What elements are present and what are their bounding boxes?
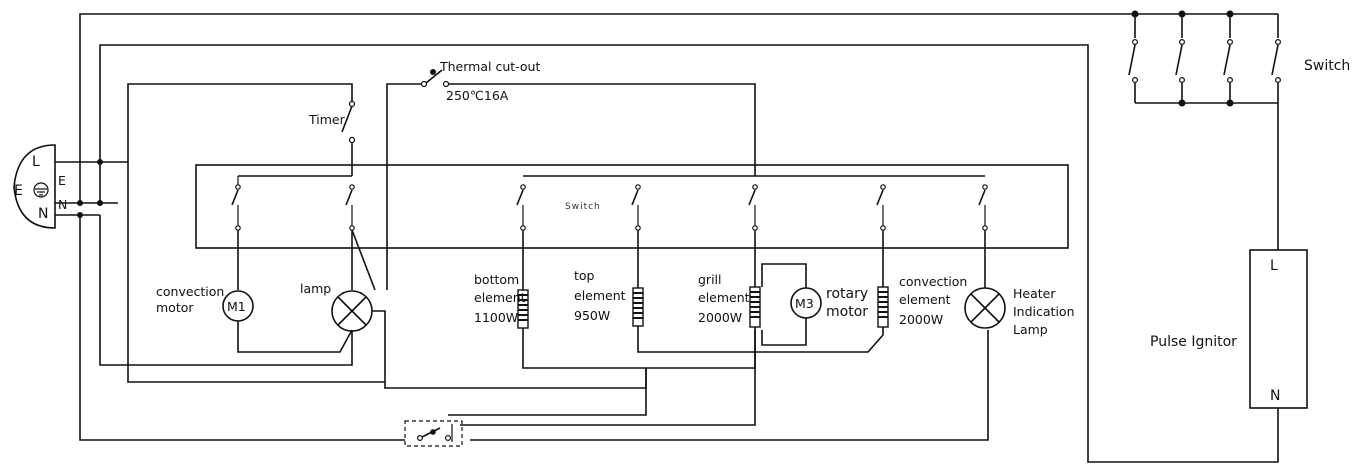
earth-symbol-icon: [33, 182, 49, 198]
heater-indication-lamp: Heater Indication Lamp: [964, 230, 1075, 337]
pulse-ignitor-label: Pulse Ignitor: [1150, 334, 1237, 350]
bank-switch-3: [516, 184, 526, 231]
pulse-ignitor-box: [1249, 249, 1308, 409]
thermal-cutout-label: Thermal cut-out: [439, 59, 540, 74]
bank-switch-2: [345, 184, 355, 231]
thermal-cutout: Thermal cut-out 250℃16A: [386, 59, 756, 290]
plug-label-e-terminal: E: [58, 173, 66, 188]
bank-switch-7: [978, 184, 988, 231]
plug-label-l: L: [32, 154, 40, 170]
m3-label: M3: [795, 296, 814, 311]
bottom-element-label-2: element: [474, 290, 526, 305]
junctions: [77, 159, 103, 218]
main-switch: Switch: [1128, 10, 1350, 107]
plug-label-n: N: [38, 206, 48, 222]
convection-element-label-3: 2000W: [899, 312, 943, 327]
convection-element: convection element 2000W: [755, 230, 967, 353]
heater-lamp-icon: [964, 287, 1006, 329]
convection-motor-label-2: motor: [156, 300, 194, 315]
top-element: top element 950W: [448, 230, 755, 416]
top-element-label-1: top: [574, 268, 595, 283]
outer-wiring: [79, 13, 1279, 463]
convection-element-label-2: element: [899, 292, 951, 307]
heater-label-2: Indication: [1013, 304, 1075, 319]
timer-switch: Timer: [308, 100, 356, 176]
grill-element-label-2: element: [698, 290, 750, 305]
door-switch: [404, 420, 463, 447]
bottom-element: bottom element 1100W: [474, 230, 646, 369]
bank-switch-1: [231, 176, 241, 231]
switch-bank-box: [195, 164, 1069, 249]
bank-switch-6: [876, 184, 886, 231]
m1-label: M1: [227, 299, 246, 314]
pulse-ignitor: L N Pulse Ignitor: [1150, 103, 1308, 409]
bank-switch-4: [631, 184, 641, 231]
grill-element-label-1: grill: [698, 272, 722, 287]
ignitor-l-label: L: [1270, 258, 1278, 274]
switch-bank-label: Switch: [565, 202, 601, 212]
heater-label-3: Lamp: [1013, 322, 1048, 337]
grill-element-label-3: 2000W: [698, 310, 742, 325]
ignitor-n-label: N: [1270, 388, 1280, 404]
switch-bank: Switch: [195, 164, 1069, 249]
rotary-motor-label-2: motor: [826, 304, 868, 320]
bottom-element-label-1: bottom: [474, 272, 519, 287]
grill-element: grill element 2000W: [460, 230, 761, 426]
plug-outline: [13, 144, 56, 229]
convection-motor-label-1: convection: [156, 284, 224, 299]
thermal-rating-label: 250℃16A: [446, 88, 509, 103]
top-element-label-2: element: [574, 288, 626, 303]
bottom-element-label-3: 1100W: [474, 310, 518, 325]
convection-element-label-1: convection: [899, 274, 967, 289]
rotary-motor-m3: M3 rotary motor: [761, 263, 868, 346]
bank-switch-5: [748, 184, 758, 231]
plug-label-e: E: [14, 183, 23, 199]
top-element-label-3: 950W: [574, 308, 610, 323]
convection-motor-m1: M1 convection motor: [156, 230, 353, 353]
plug-label-n-terminal: N: [58, 197, 67, 212]
main-switch-label: Switch: [1304, 58, 1350, 74]
rotary-motor-label-1: rotary: [826, 286, 868, 302]
lamp-label: lamp: [300, 281, 331, 296]
timer-label: Timer: [308, 112, 346, 127]
heater-label-1: Heater: [1013, 286, 1056, 301]
power-plug: L E N E N: [13, 144, 118, 229]
